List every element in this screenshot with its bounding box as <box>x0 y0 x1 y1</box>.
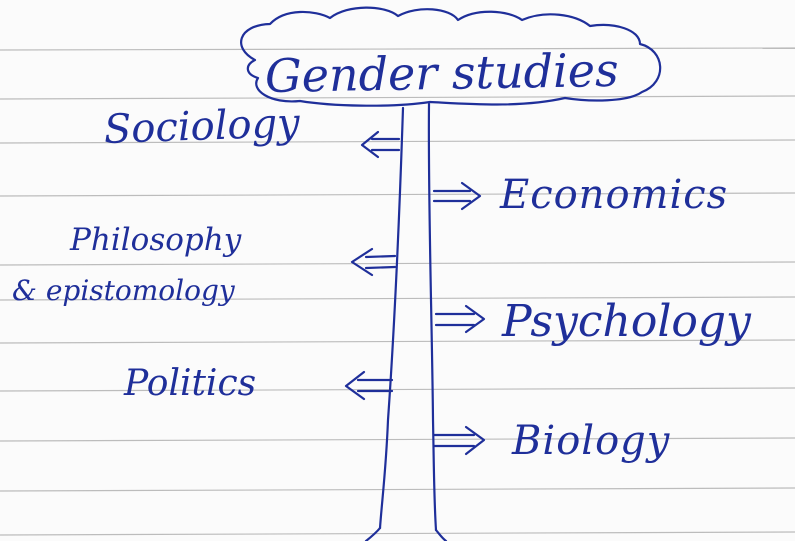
left-branch-label-politics: Politics <box>123 363 256 404</box>
left-branch-label-sociology: Sociology <box>103 100 302 153</box>
arrow-to-psychology <box>434 304 486 334</box>
arrow-to-politics <box>344 370 394 401</box>
left-branch-label-philosophy-line2: & epistomology <box>12 274 236 307</box>
arrow-to-philosophy <box>350 247 397 277</box>
right-branch-label-economics: Economics <box>499 172 728 218</box>
tree-crown-outline <box>240 6 662 107</box>
arrow-to-economics <box>432 181 482 211</box>
tree-trunk <box>364 102 448 541</box>
right-arrows <box>432 181 486 456</box>
right-branch-label-biology: Biology <box>511 418 671 464</box>
left-branch-label-philosophy-line1: Philosophy <box>69 222 242 258</box>
arrow-to-biology <box>432 425 486 456</box>
left-arrows <box>344 130 401 401</box>
right-branch-label-psychology: Psychology <box>501 296 752 347</box>
arrow-to-sociology <box>360 130 401 159</box>
diagram-title: Gender studies <box>265 43 619 103</box>
